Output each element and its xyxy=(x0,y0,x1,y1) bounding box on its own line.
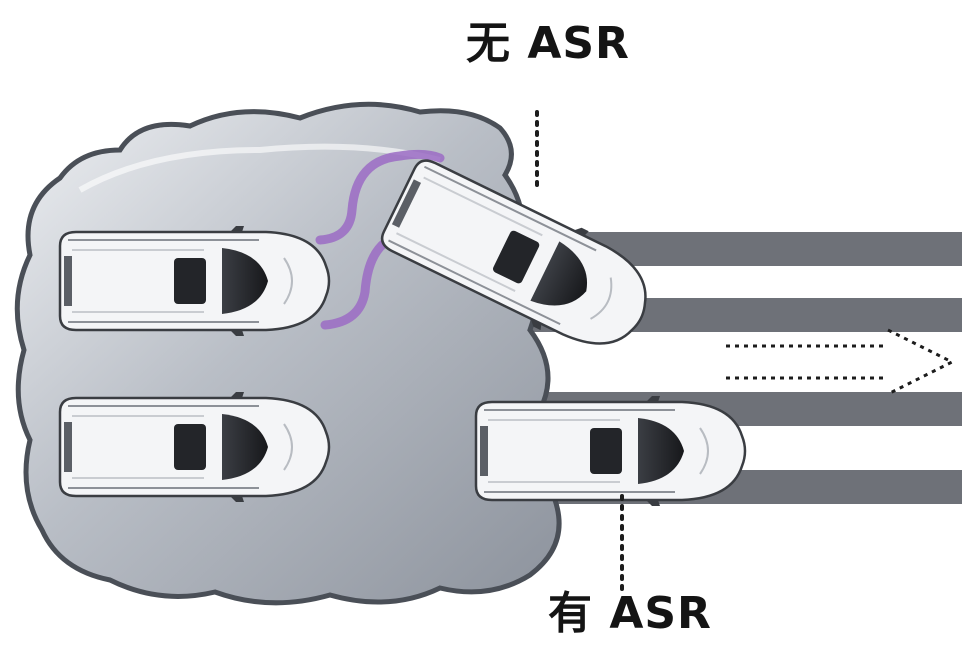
label-without-asr: 无 ASR xyxy=(466,18,630,69)
label-with-asr: 有 ASR xyxy=(548,588,712,639)
car-without-asr-straight xyxy=(58,224,331,338)
car-with-asr-rear xyxy=(58,390,331,504)
car-with-asr-front xyxy=(474,394,747,508)
dotted-right-arrow-icon xyxy=(726,328,956,396)
